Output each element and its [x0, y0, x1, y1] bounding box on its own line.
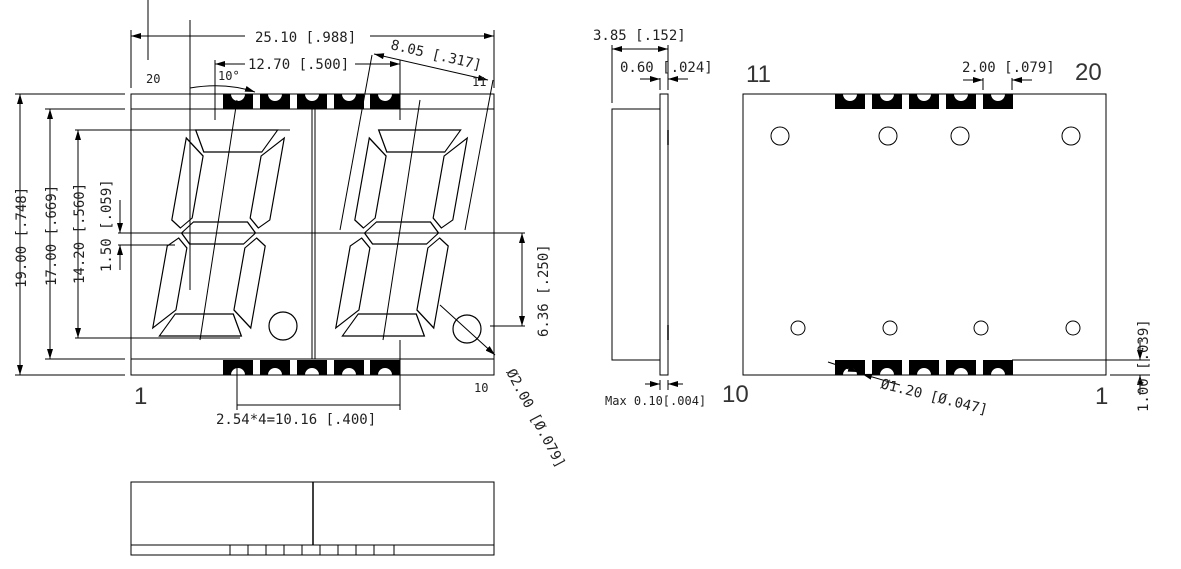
back-bottom-pads: [835, 360, 1013, 375]
pad-width-label: 2.00 [.079]: [962, 60, 1055, 76]
top-pads: [223, 94, 400, 109]
pin-1-label: 1: [134, 383, 147, 410]
digit-height-label: 14.20 [.560]: [72, 183, 88, 284]
decimal-point-1: [268, 311, 298, 341]
pin-10-label: 10: [474, 381, 488, 395]
pin-11-label: 11: [472, 75, 486, 89]
back-top-pads: [835, 94, 1013, 109]
back-pin-10-label: 10: [722, 381, 749, 408]
dp-diameter-label: Ø2.00 [Ø.079]: [502, 366, 568, 470]
dp-offset-label: 6.36 [.250]: [536, 244, 552, 337]
pad-span-label: 12.70 [.500]: [248, 57, 349, 73]
side-view: 3.85 [.152] 0.60 [.024] Max 0.10[.004]: [593, 28, 713, 408]
pcb-thickness-label: 0.60 [.024]: [620, 60, 713, 76]
slant-angle-label: 10°: [218, 69, 240, 83]
pad-height-label: 1.00 [.039]: [1136, 319, 1152, 412]
segment-width-label: 1.50 [.059]: [99, 179, 115, 272]
bottom-view: [130, 481, 495, 556]
hole-diameter-label: Ø1.20 [Ø.047]: [879, 376, 989, 418]
max-gap-label: Max 0.10[.004]: [605, 394, 706, 408]
overall-width-label: 25.10 [.988]: [255, 30, 356, 46]
pin-pitch-label: 2.54*4=10.16 [.400]: [216, 412, 376, 428]
back-pin-1-label: 1: [1095, 383, 1108, 410]
back-pin-20-label: 20: [1075, 59, 1102, 86]
front-body-outline: [130, 93, 495, 376]
overall-height-label: 19.00 [.748]: [14, 187, 30, 288]
body-height-label: 17.00 [.669]: [44, 185, 60, 286]
pin-20-label: 20: [146, 72, 160, 86]
bottom-pads: [223, 360, 400, 375]
front-view: 25.10 [.988] 12.70 [.500] 8.05 [.317] 10…: [14, 0, 568, 471]
back-pin-11-label: 11: [746, 61, 771, 88]
thickness-label: 3.85 [.152]: [593, 28, 686, 44]
back-view: 11 20 10 1 2.00 [.079] 1.00 [.039] Ø1.20…: [722, 59, 1152, 418]
